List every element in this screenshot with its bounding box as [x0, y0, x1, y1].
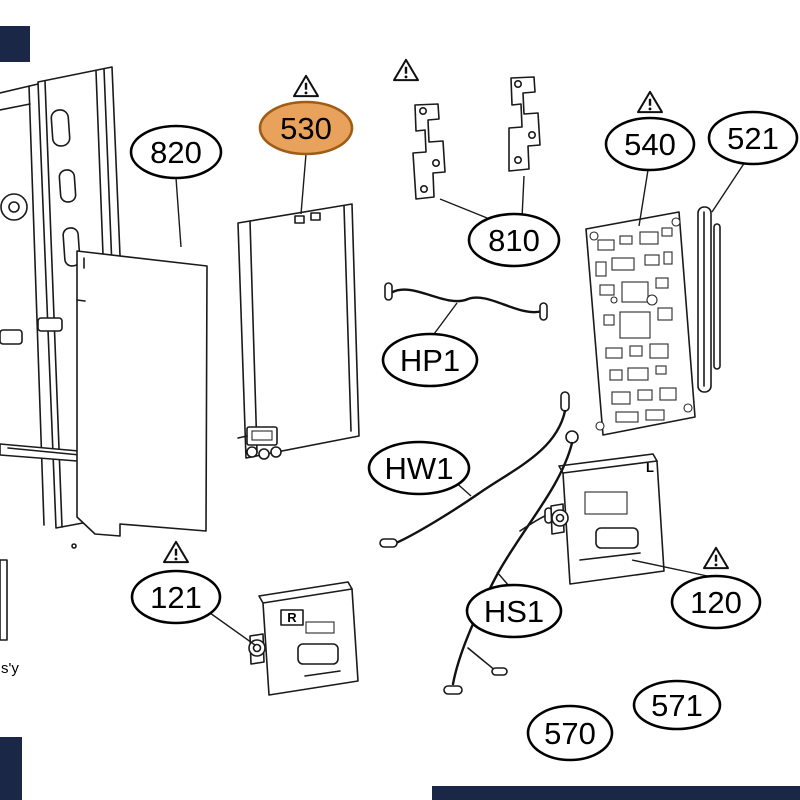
leader-lines	[175, 153, 746, 646]
speaker-120: L	[550, 453, 665, 585]
callout-540[interactable]: 540	[604, 116, 696, 172]
cable-hw1	[379, 391, 570, 548]
frame-bracket-521	[697, 206, 721, 393]
callout-label: 810	[488, 223, 540, 258]
callout-label: HW1	[385, 451, 454, 486]
cropped-edge-text: s'y	[1, 660, 19, 677]
warning-icon	[292, 74, 320, 98]
callout-521[interactable]: 521	[707, 110, 799, 166]
page-edge-block	[0, 737, 22, 800]
callout-label: HS1	[484, 594, 544, 629]
speaker-channel-mark: R	[287, 610, 297, 625]
callout-label: HP1	[400, 343, 460, 378]
callout-label: 540	[624, 127, 676, 162]
cable-hp1	[384, 282, 548, 321]
callout-810[interactable]: 810	[467, 212, 561, 268]
warning-icon	[392, 58, 420, 82]
speaker-channel-mark: L	[646, 460, 654, 475]
callout-label: 571	[651, 688, 703, 723]
callout-label: 120	[690, 585, 742, 620]
callout-530-highlighted[interactable]: 530	[258, 100, 354, 156]
callout-820[interactable]: 820	[129, 124, 223, 180]
callout-121[interactable]: 121	[130, 569, 222, 625]
callout-120[interactable]: 120	[670, 574, 762, 630]
callout-label: 820	[150, 135, 202, 170]
brackets-810	[412, 76, 541, 200]
callout-hw1[interactable]: HW1	[367, 440, 471, 496]
callout-hp1[interactable]: HP1	[381, 332, 479, 388]
callout-570[interactable]: 570	[526, 704, 614, 762]
callout-label: 521	[727, 121, 779, 156]
back-cover-820	[76, 250, 208, 537]
warning-icon	[636, 90, 664, 114]
callout-hs1[interactable]: HS1	[465, 583, 563, 639]
main-board-540	[585, 211, 696, 436]
page-edge-block	[432, 786, 800, 800]
callout-label: 530	[280, 111, 332, 146]
warning-icon	[162, 540, 190, 564]
callout-label: 121	[150, 580, 202, 615]
panel-530	[237, 203, 360, 460]
speaker-121: R	[248, 581, 359, 696]
callout-label: 570	[544, 716, 596, 751]
page-edge-block	[0, 26, 30, 62]
warning-icon	[702, 546, 730, 570]
callout-571[interactable]: 571	[632, 679, 722, 731]
panel-530-connector	[237, 426, 282, 460]
